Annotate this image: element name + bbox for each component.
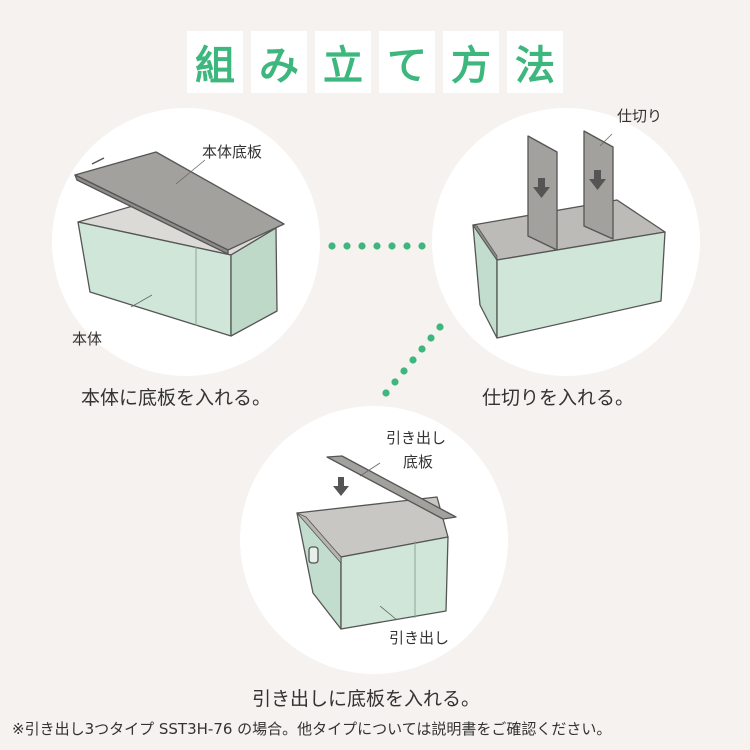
label-drawer-board-line2: 底板 xyxy=(403,453,434,471)
step1-caption: 本体に底板を入れる。 xyxy=(81,387,272,409)
title-char: 立 xyxy=(315,31,371,93)
label-drawer-board-line1: 引き出し xyxy=(386,429,447,447)
title-char: 法 xyxy=(507,31,563,93)
step3-caption: 引き出しに底板を入れる。 xyxy=(252,688,481,710)
label-body: 本体 xyxy=(72,330,103,348)
step3-drawer-illustration xyxy=(296,455,457,630)
title-char: 組 xyxy=(187,31,243,93)
connector-dots-diagonal xyxy=(382,323,444,397)
footnote: ※引き出し3つタイプ SST3H-76 の場合。他タイプについては説明書をご確認… xyxy=(12,720,612,738)
label-divider: 仕切り xyxy=(617,107,663,125)
label-body-board: 本体底板 xyxy=(202,143,263,161)
step1-box-illustration xyxy=(74,151,285,337)
connector-dots-horizontal xyxy=(328,242,426,250)
label-drawer: 引き出し xyxy=(389,629,450,647)
title-char: て xyxy=(379,31,435,93)
title-char: み xyxy=(251,31,307,93)
title-char: 方 xyxy=(443,31,499,93)
step2-box-illustration xyxy=(472,130,666,339)
step2-caption: 仕切りを入れる。 xyxy=(482,387,635,409)
page-title: 組 み 立 て 方 法 xyxy=(0,31,750,93)
